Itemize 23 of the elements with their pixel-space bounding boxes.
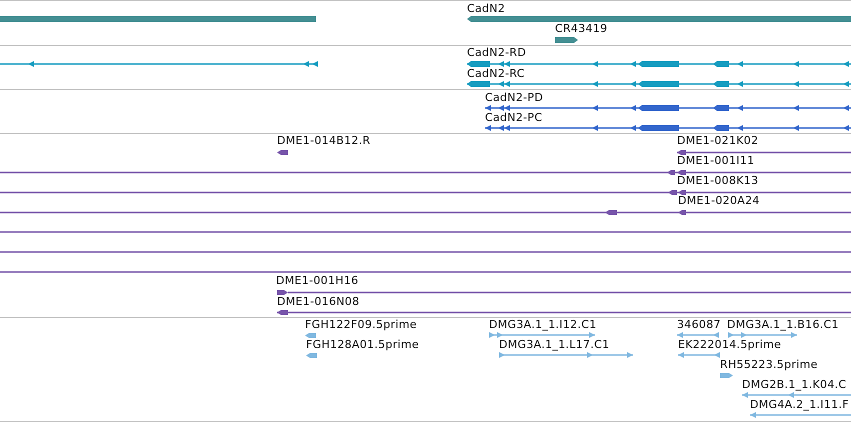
feature-label: DMG2B.1_1.K04.C	[742, 378, 846, 391]
feature-label: FGH122F09.5prime	[305, 318, 417, 331]
feature-label: CadN2-RC	[467, 67, 525, 80]
feature-label: DMG3A.1_1.B16.C1	[727, 318, 839, 331]
feature-label: DME1-016N08	[277, 295, 360, 308]
feature-label: DME1-008K13	[677, 174, 758, 187]
feature-label: RH55223.5prime	[720, 358, 818, 371]
feature-label: CadN2	[467, 2, 506, 15]
feature-label: DME1-020A24	[678, 194, 760, 207]
feature-label: DME1-001H16	[276, 274, 358, 287]
feature-label: CadN2-PD	[485, 91, 544, 104]
feature-label: DME1-001I11	[677, 154, 754, 167]
feature-label: DME1-021K02	[677, 134, 758, 147]
feature-label: CadN2-RD	[467, 46, 526, 59]
feature-label: DMG3A.1_1.I12.C1	[489, 318, 597, 331]
feature-label: DME1-014B12.R	[277, 134, 370, 147]
feature-label: EK222014.5prime	[678, 338, 782, 351]
feature-label: DMG4A.2_1.I11.F	[750, 398, 849, 411]
feature-label: FGH128A01.5prime	[306, 338, 419, 351]
feature-label: CadN2-PC	[485, 111, 542, 124]
feature-label: 346087	[677, 318, 721, 331]
feature-label: CR43419	[555, 22, 608, 35]
feature-label: DMG3A.1_1.L17.C1	[499, 338, 610, 351]
